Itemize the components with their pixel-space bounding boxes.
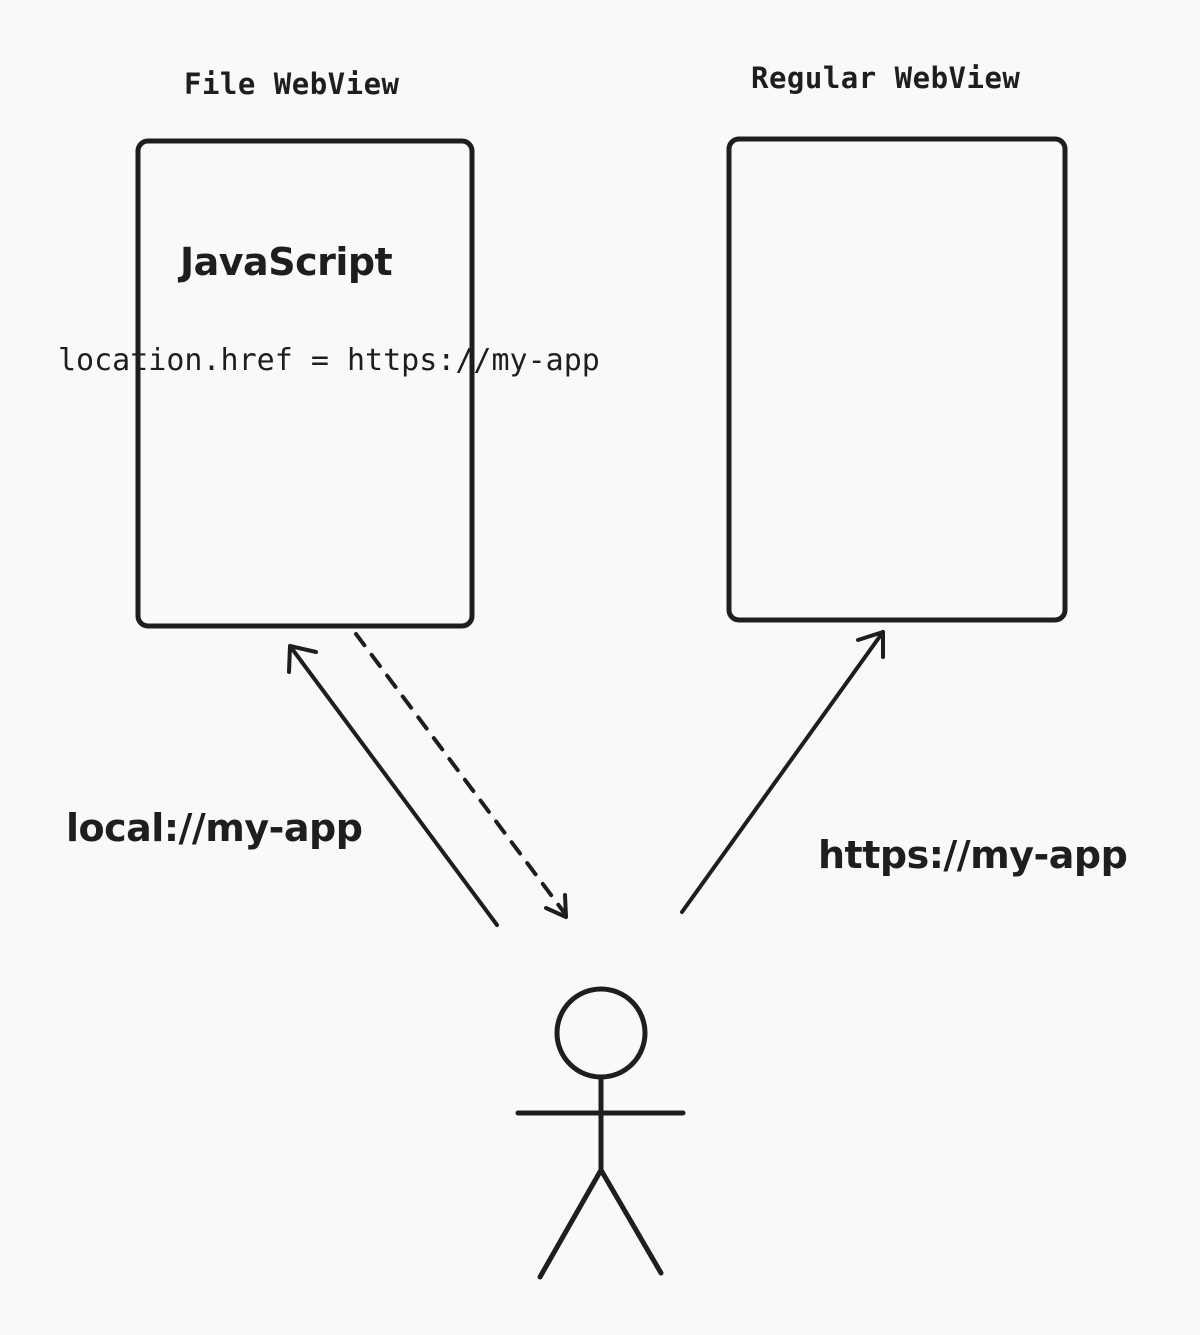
arrow-https-to-regular-webview bbox=[680, 630, 885, 914]
file-webview-box bbox=[135, 138, 475, 629]
file-webview-title: File WebView bbox=[184, 67, 400, 101]
regular-webview-title: Regular WebView bbox=[751, 61, 1021, 95]
arrow-redirect-dashed bbox=[354, 632, 568, 919]
https-url-label: https://my-app bbox=[818, 833, 1128, 877]
regular-webview-box bbox=[726, 136, 1068, 623]
stick-figure-icon bbox=[515, 986, 686, 1280]
javascript-label: JavaScript bbox=[180, 240, 393, 284]
local-url-label: local://my-app bbox=[66, 806, 363, 850]
arrow-local-to-file-webview bbox=[287, 644, 499, 927]
code-snippet: location.href = https://my-app bbox=[58, 343, 600, 378]
